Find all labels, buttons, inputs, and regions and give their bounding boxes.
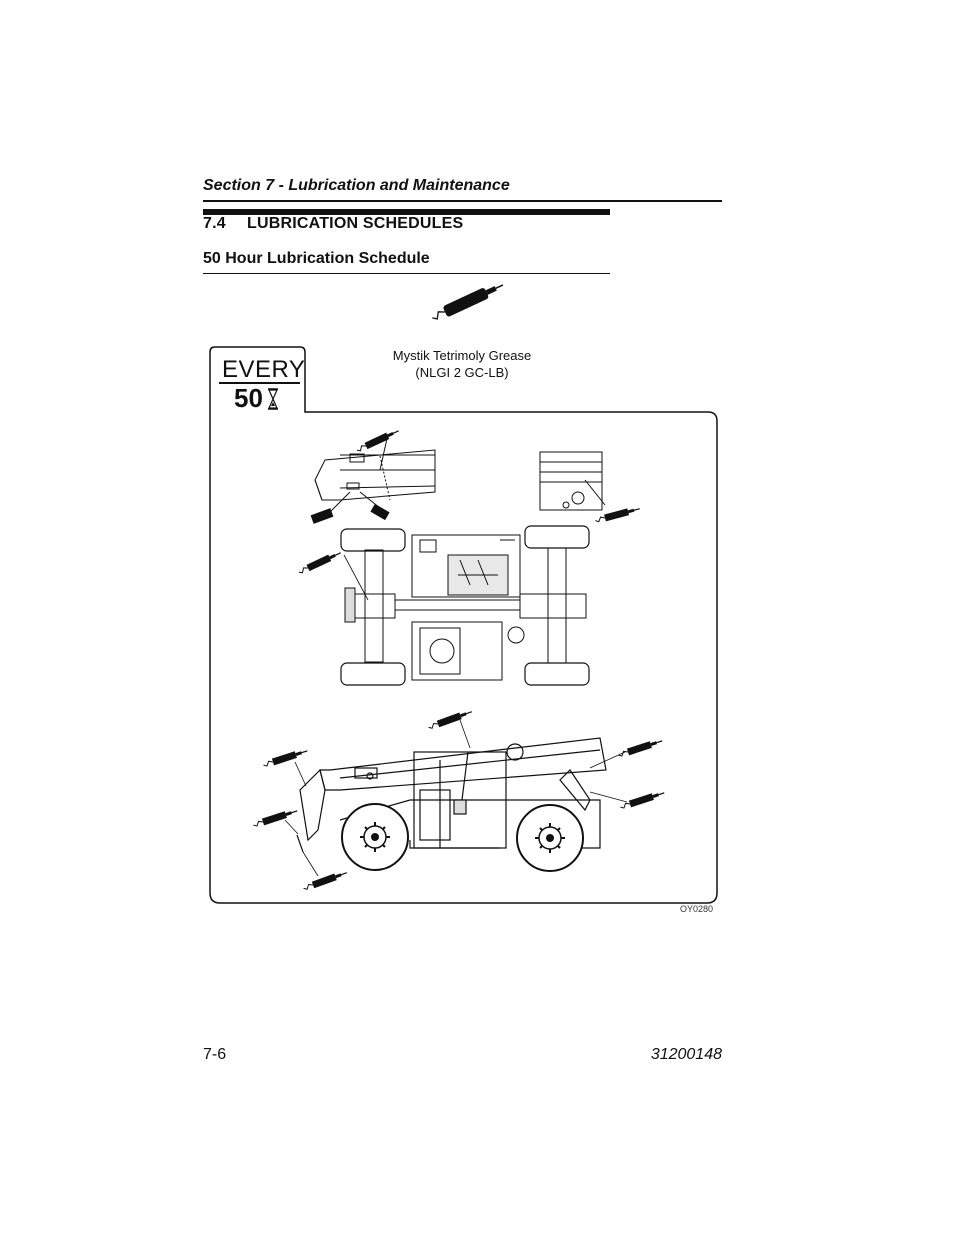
section-header: Section 7 - Lubrication and Maintenance (203, 177, 510, 194)
interval-label: EVERY (222, 356, 306, 383)
interval-hours: 50 (234, 383, 263, 413)
heading-rule (203, 209, 610, 215)
interval-rule (219, 382, 300, 384)
subheading-rule (203, 273, 610, 274)
lubricant-name: Mystik Tetrimoly Grease (392, 348, 532, 363)
page-number: 7-6 (203, 1046, 227, 1063)
figure-frame (209, 346, 718, 904)
frame-pivot-detail (539, 451, 606, 511)
section-title: LUBRICATION SCHEDULES (247, 215, 464, 232)
lubricant-label: Mystik Tetrimoly Grease (NLGI 2 GC-LB) (372, 347, 552, 381)
document-number: 31200148 (650, 1046, 722, 1063)
section-number: 7.4 (203, 215, 226, 232)
subheading: 50 Hour Lubrication Schedule (203, 250, 430, 267)
grease-gun-icon (432, 284, 504, 320)
figure-code: OY0280 (680, 904, 714, 914)
hourglass-icon (268, 388, 278, 410)
front-wheel (341, 803, 409, 871)
chassis-top-view (340, 525, 590, 686)
section-heading: 7.4 LUBRICATION SCHEDULES (203, 215, 463, 233)
boom-head-detail (310, 433, 436, 524)
header-rule (203, 200, 722, 202)
lubricant-spec: (NLGI 2 GC-LB) (415, 365, 509, 380)
rear-wheel (516, 804, 584, 872)
